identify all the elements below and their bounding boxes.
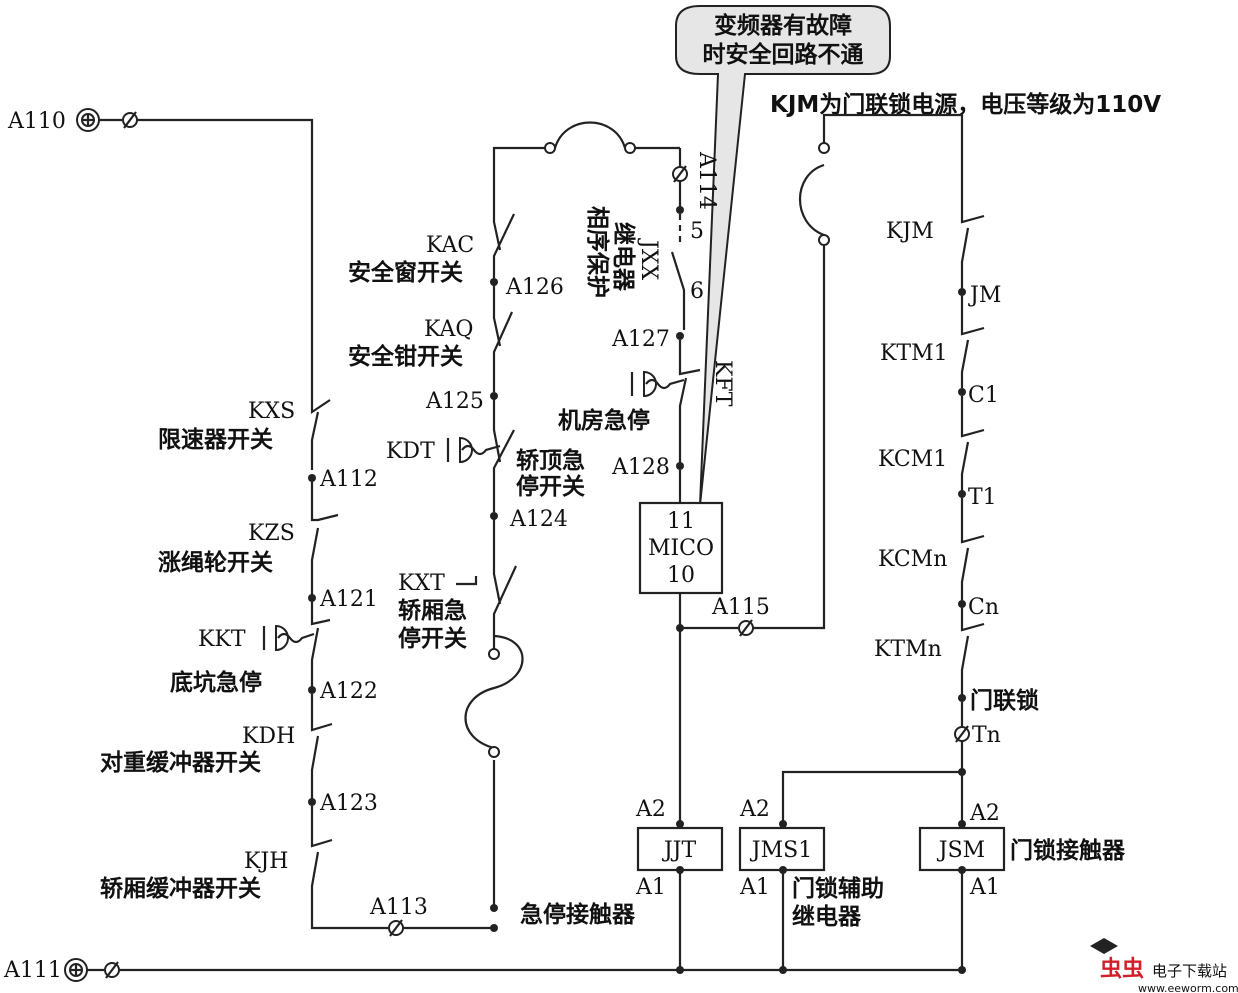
kac-name: 安全窗开关 [348,259,463,286]
node-a128: A128 [611,455,670,480]
right-fuse-icon [799,163,825,237]
node-a124: A124 [509,507,568,532]
kaq-label: KAQ [424,317,473,342]
watermark-logo: 虫虫 [1100,956,1144,982]
kxt-label: KXT [398,571,445,596]
controller-chain: A114 5 6 相序保护 继电器 JXX A127 KFT 机房急停 A128… [558,113,964,824]
coils: JJT A2 A1 JMS1 A2 A1 门锁辅助 继电器 JSM A2 A1 … [635,797,1126,970]
graduation-cap-icon [1090,938,1118,954]
node-c1: C1 [968,383,999,408]
callout-line-1: 变频器有故障 [714,12,852,39]
node-a122: A122 [319,679,378,704]
callout-line-2: 时安全回路不通 [703,41,864,68]
kac-label: KAC [426,233,474,258]
jms1-a1: A1 [739,875,770,900]
jsm-caption: 门锁接触器 [1010,837,1126,864]
node-a114: A114 [694,151,719,210]
kxs-name: 限速器开关 [158,426,273,453]
jxx-name-1: 相序保护 [584,206,611,298]
door-interlock-label: 门联锁 [970,687,1039,714]
middle-fuse-icon [464,634,524,750]
node-a112: A112 [319,467,378,492]
jms1-caption-1: 门锁辅助 [792,875,884,902]
watermark-brand: 电子下载站 [1152,962,1227,980]
fault-callout: 变频器有故障 时安全回路不通 [675,5,891,506]
jms1-coil [738,826,826,872]
kkt-name: 底坑急停 [170,669,262,696]
jjt-caption: 急停接触器 [520,901,636,928]
ktmn-label: KTMn [874,637,942,662]
jxx-pin-5: 5 [690,219,704,244]
node-a123: A123 [319,791,378,816]
node-jm: JM [968,283,1001,308]
jms1-coil-label: JMS1 [750,838,812,863]
kdh-label: KDH [242,724,295,749]
jjt-coil-label: JJT [662,838,697,863]
kxs-label: KXS [248,399,295,424]
jsm-coil-label: JSM [937,838,985,863]
kxt-name-2: 停开关 [398,625,467,652]
kjh-label: KJH [244,849,288,874]
node-a126: A126 [505,275,564,300]
kdt-label: KDT [386,439,435,464]
node-a121: A121 [319,587,378,612]
jjt-a2: A2 [635,797,666,822]
jxx-label: JXX [636,238,661,280]
node-cn: Cn [968,595,999,620]
left-safety-chain: KXS 限速器开关 A112 KZS 涨绳轮开关 A121 KKT 底坑急停 A… [100,399,494,937]
kzs-label: KZS [248,521,295,546]
kft-label: KFT [710,360,735,407]
jxx-name-2: 继电器 [610,222,637,292]
kkt-mushroom-button-icon [275,624,289,652]
terminal-a110-label: A110 [7,109,66,134]
kdt-name-1: 轿顶急 [516,447,585,474]
jsm-coil [918,826,1006,872]
middle-safety-chain: KXT 轿厢急 停开关 A124 KDT 轿顶急 停开关 A125 KAQ 安全… [348,121,680,932]
jms1-caption-2: 继电器 [792,903,862,930]
kdt-name-2: 停开关 [516,473,585,500]
node-a125: A125 [425,389,484,414]
kdt-mushroom-button-icon [459,436,473,464]
top-fuse-icon [553,121,627,149]
kjh-name: 轿厢缓冲器开关 [100,875,261,902]
node-a113: A113 [369,895,428,920]
node-a127: A127 [611,327,670,352]
kft-name: 机房急停 [558,407,650,434]
watermark: 虫虫 电子下载站 www.eeworm.com [1090,938,1238,993]
header-note: KJM为门联锁电源，电压等级为110V [770,91,1161,118]
kdh-name: 对重缓冲器开关 [100,749,261,776]
door-lock-chain: KJM JM KTM1 C1 KCM1 T1 KCMn Cn KTMn 门联锁 … [781,210,1039,824]
mico-line-1: 11 [667,509,695,534]
node-t1: T1 [968,485,997,510]
jms1-a2: A2 [739,797,770,822]
jsm-a1: A1 [969,875,1000,900]
kcm1-label: KCM1 [878,447,947,472]
kzs-name: 涨绳轮开关 [158,549,273,576]
kkt-label: KKT [198,627,246,652]
terminal-a111-label: A111 [3,958,62,983]
kcmn-label: KCMn [878,547,947,572]
kft-mushroom-button-icon [643,370,657,398]
jjt-a1: A1 [635,875,666,900]
node-a115: A115 [711,595,770,620]
watermark-url: www.eeworm.com [1138,982,1238,993]
ktm1-label: KTM1 [880,341,948,366]
kxt-name-1: 轿厢急 [398,597,467,624]
jsm-a2: A2 [969,801,1000,826]
mico-line-3: 10 [667,563,695,588]
mico-line-2: MICO [648,536,714,561]
node-tn: Tn [972,723,1001,748]
kaq-name: 安全钳开关 [348,343,463,370]
jxx-pin-6: 6 [690,279,704,304]
kjm-label: KJM [886,219,934,244]
